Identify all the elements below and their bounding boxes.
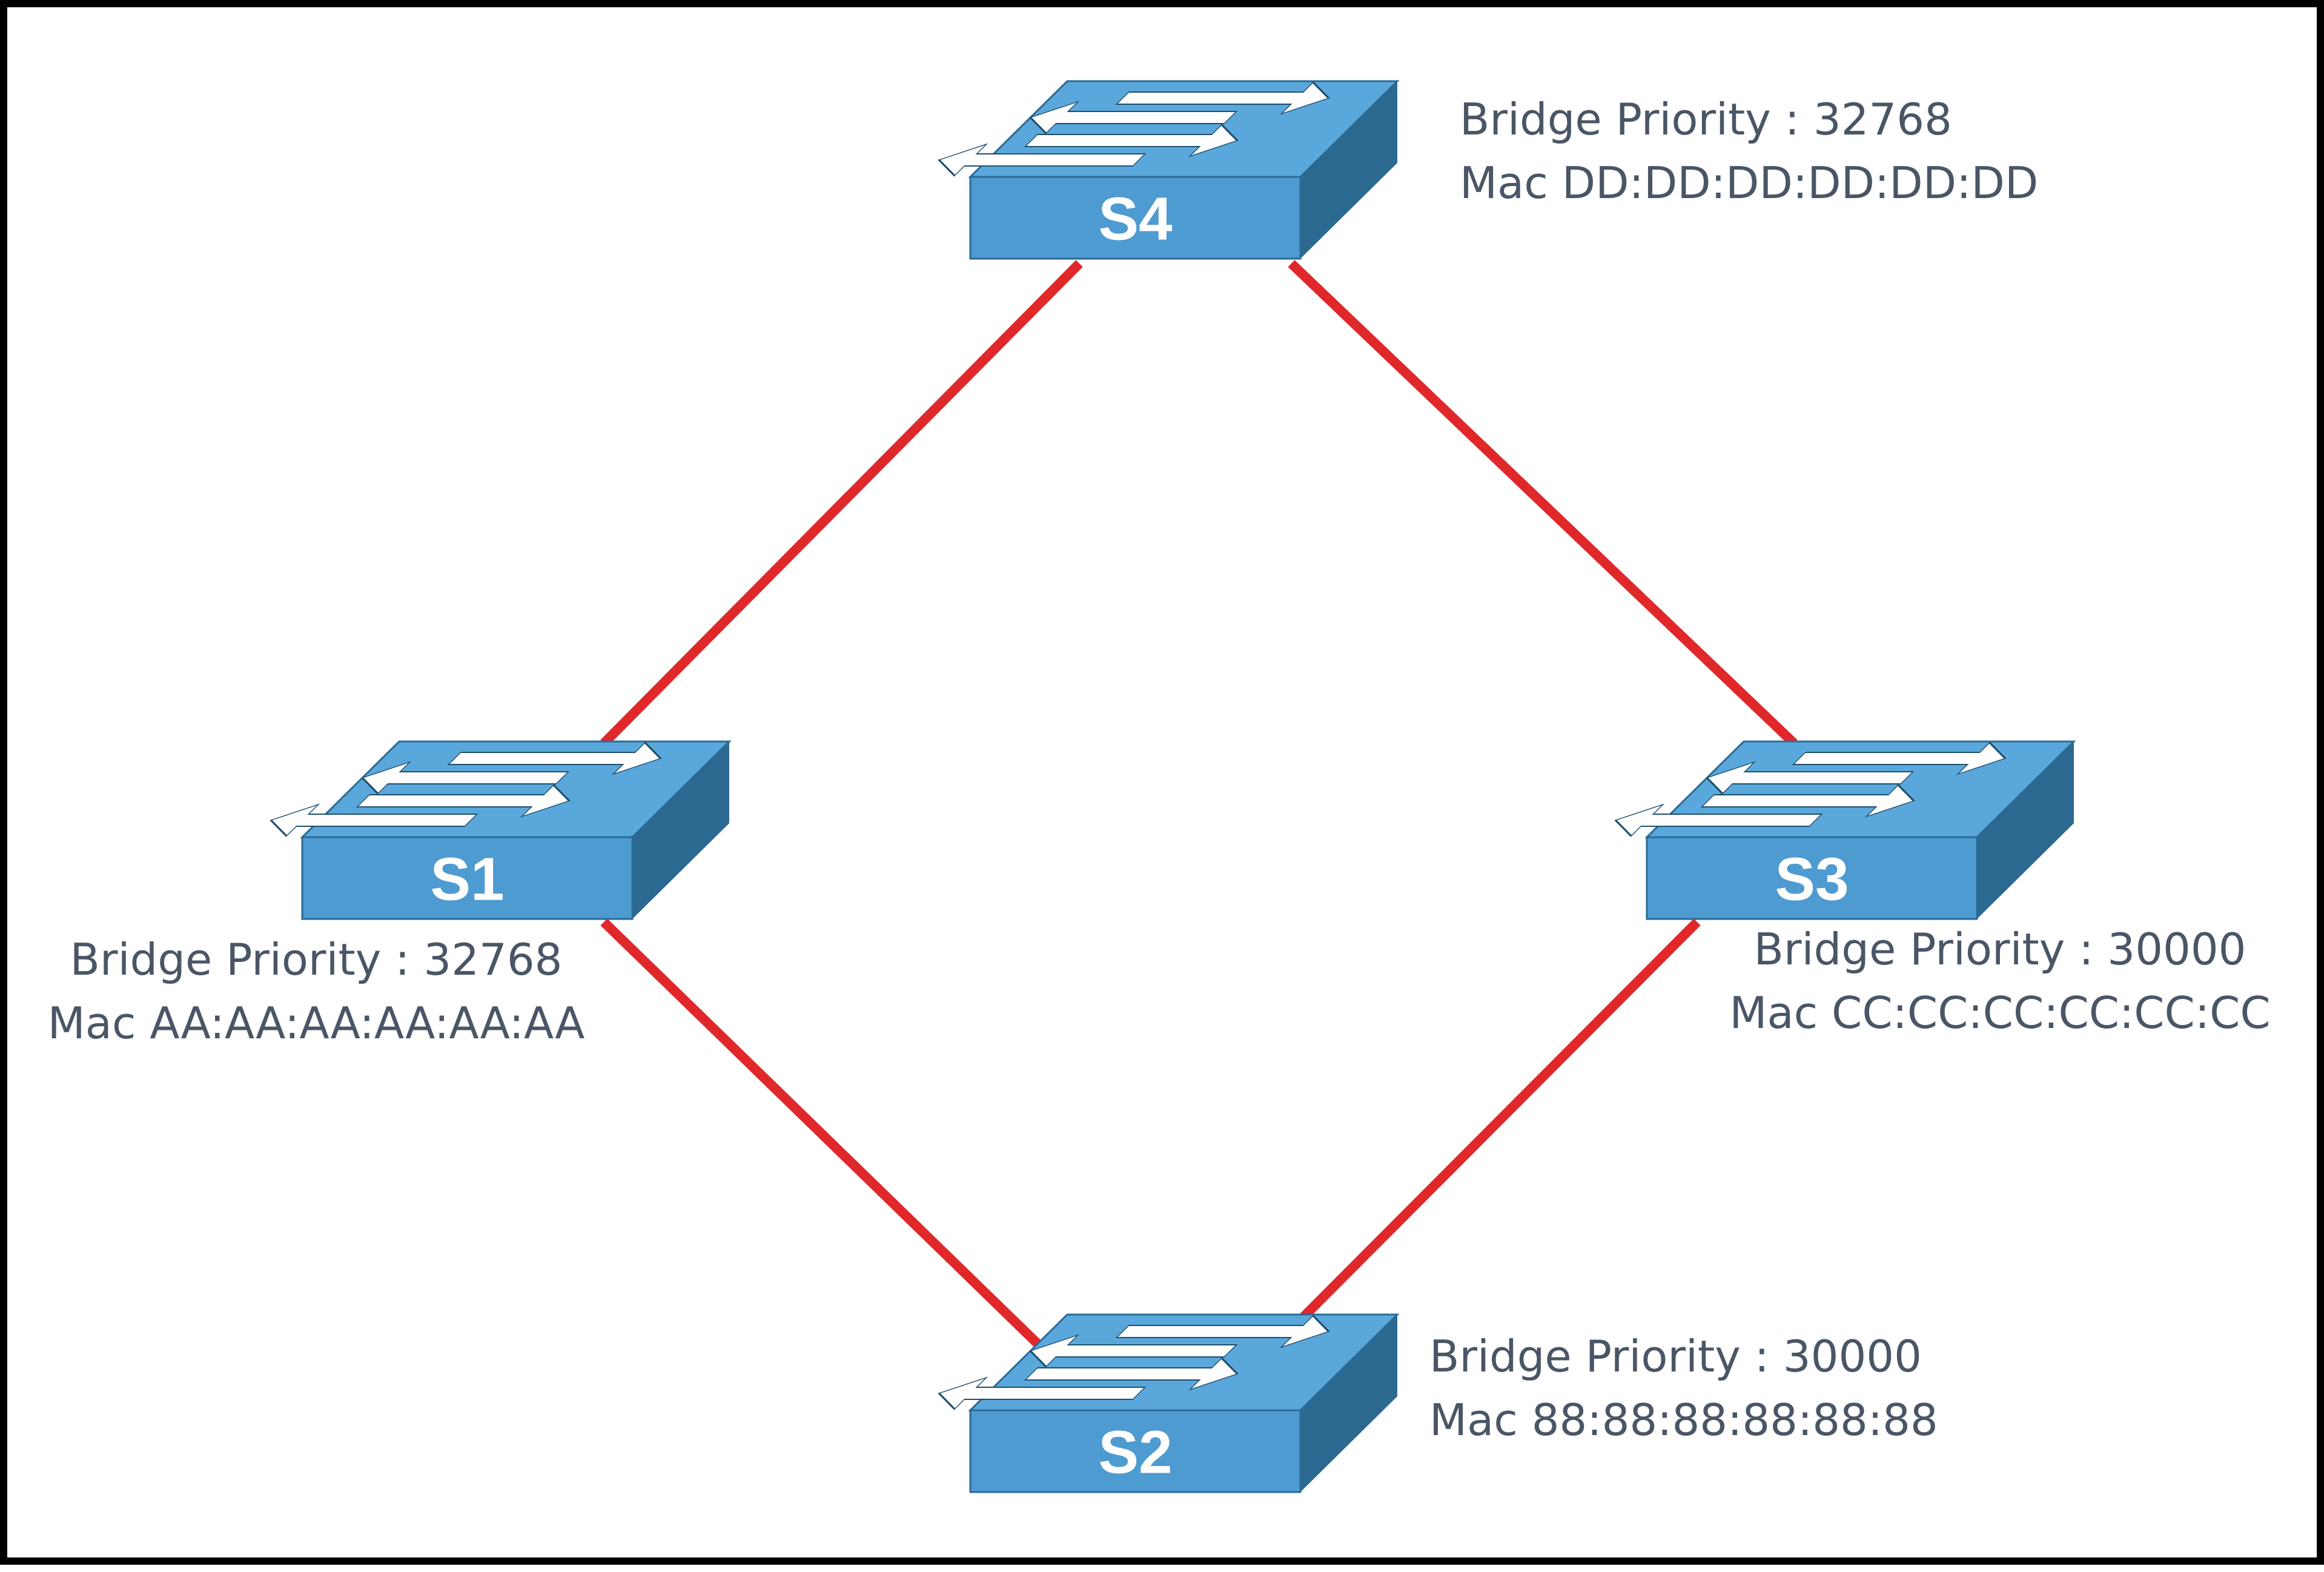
switch-side-face <box>1300 81 1397 259</box>
link-s4-s1 <box>600 260 1083 747</box>
bridge-priority-label: Bridge Priority : 32768 <box>70 934 563 985</box>
arrow-left-icon <box>1029 101 1238 134</box>
link-s3-s2 <box>1300 918 1701 1321</box>
switch-name-label: S2 <box>1098 1419 1172 1487</box>
mac-address-label: Mac AA:AA:AA:AA:AA:AA <box>48 998 585 1049</box>
switch-name-label: S4 <box>1098 185 1173 253</box>
switch-front-face <box>301 836 634 920</box>
switch-front-face <box>969 176 1302 260</box>
link-s4-s3 <box>1288 260 1798 747</box>
arrow-left-icon <box>270 803 478 837</box>
arrow-left-icon <box>938 1376 1147 1410</box>
arrow-left-icon <box>361 761 570 795</box>
switch-front-face <box>969 1409 1302 1493</box>
switch-name-label: S3 <box>1775 846 1849 914</box>
mac-address-label: Mac 88:88:88:88:88:88 <box>1429 1395 1938 1445</box>
switch-side-face <box>1300 1315 1397 1492</box>
arrow-left-icon <box>1029 1334 1238 1368</box>
network-switch-icon <box>1614 741 2007 837</box>
link-s1-s2 <box>600 918 1044 1350</box>
network-switch-icon <box>938 81 1330 177</box>
bridge-priority-label: Bridge Priority : 30000 <box>1754 924 2246 975</box>
links-layer <box>600 260 1798 1350</box>
arrow-right-icon <box>1700 784 1915 818</box>
bridge-priority-label: Bridge Priority : 32768 <box>1460 94 1952 145</box>
network-switch-icon <box>270 741 662 837</box>
arrow-right-icon <box>1024 1357 1239 1391</box>
switch-side-face <box>632 741 729 919</box>
arrow-right-icon <box>1792 741 2007 775</box>
arrow-right-icon <box>447 741 662 775</box>
bridge-priority-label: Bridge Priority : 30000 <box>1429 1331 1922 1382</box>
switch-side-face <box>1977 741 2074 919</box>
mac-address-label: Mac CC:CC:CC:CC:CC:CC <box>1729 987 2270 1038</box>
arrow-left-icon <box>938 143 1147 177</box>
switch-name-label: S1 <box>430 846 504 914</box>
network-switch-icon <box>938 1315 1330 1410</box>
arrow-left-icon <box>1614 803 1823 837</box>
arrow-right-icon <box>1024 124 1239 158</box>
switch-front-face <box>1646 836 1978 920</box>
arrow-right-icon <box>1115 1315 1330 1348</box>
mac-address-label: Mac DD:DD:DD:DD:DD:DD <box>1460 158 2038 208</box>
arrow-left-icon <box>1706 761 1915 795</box>
arrow-right-icon <box>356 784 571 818</box>
arrow-right-icon <box>1115 81 1330 115</box>
